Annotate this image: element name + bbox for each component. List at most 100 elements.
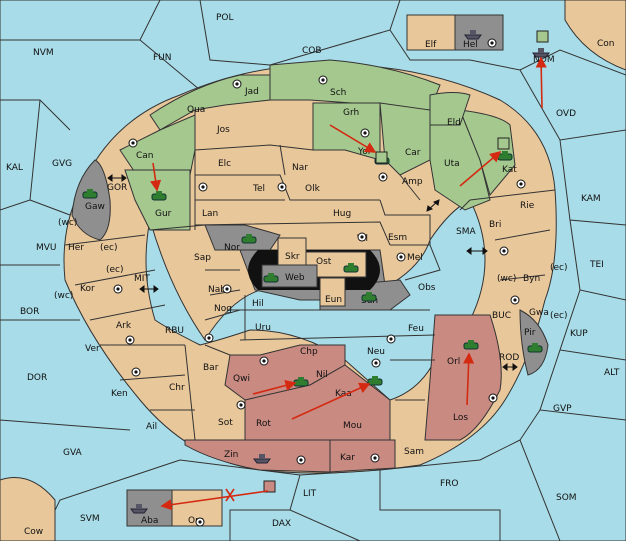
label-sch: Sch — [330, 88, 346, 98]
supply-centres — [113, 38, 526, 527]
label-hel: Hel — [463, 40, 478, 50]
label-sam: Sam — [404, 447, 424, 457]
label-coast-her-ec: (ec) — [100, 243, 118, 253]
label-ovd: OVD — [556, 109, 576, 119]
supply-centre-icon — [396, 252, 406, 262]
fleet-unit-icon — [464, 30, 482, 40]
label-gvg: GVG — [52, 159, 72, 169]
label-qwi: Qwi — [233, 374, 250, 384]
passage-arrow-icon — [107, 174, 127, 182]
label-can: Can — [136, 151, 154, 161]
label-rot: Rot — [256, 419, 271, 429]
label-kar: Kar — [340, 453, 355, 463]
label-mou: Mou — [343, 421, 362, 431]
label-elf: Elf — [425, 40, 437, 50]
label-tei: TEI — [589, 260, 604, 270]
label-bor: BOR — [20, 307, 39, 317]
move-arrow-icon — [463, 352, 475, 406]
label-qua: Qua — [187, 105, 205, 115]
supply-centre-icon — [204, 333, 214, 343]
label-kup: KUP — [570, 329, 588, 339]
supply-centre-icon — [195, 517, 205, 527]
label-bar: Bar — [203, 363, 219, 373]
supply-centre-icon — [378, 172, 388, 182]
order-marker-icon — [375, 151, 388, 164]
label-web: Web — [285, 273, 305, 283]
supply-centre-icon — [510, 295, 520, 305]
supply-centre-icon — [386, 334, 396, 344]
army-unit-icon — [151, 191, 167, 201]
label-nar: Nar — [292, 163, 308, 173]
label-coast-kor-ec: (ec) — [106, 265, 124, 275]
move-arrow-icon — [459, 150, 502, 187]
label-gur: Gur — [155, 209, 172, 219]
label-gva: GVA — [63, 448, 83, 458]
label-som: SOM — [556, 493, 577, 503]
label-sap: Sap — [194, 253, 211, 263]
label-coast-kor-wc: (wc) — [54, 291, 73, 301]
army-unit-icon — [343, 263, 359, 273]
supply-centre-icon — [516, 179, 526, 189]
label-kaa: Kaa — [335, 389, 352, 399]
move-arrow-icon — [329, 124, 377, 153]
supply-centre-icon — [128, 138, 138, 148]
label-lan: Lan — [202, 209, 218, 219]
label-coast-byn-ec: (ec) — [550, 263, 568, 273]
passage-arrow-icon — [139, 285, 159, 293]
land-borders — [64, 110, 556, 441]
army-unit-icon — [361, 292, 377, 302]
label-amp: Amp — [402, 177, 423, 187]
label-hug: Hug — [333, 209, 351, 219]
army-unit-icon — [463, 340, 479, 350]
supply-centre-icon — [488, 393, 498, 403]
label-skr: Skr — [285, 252, 300, 262]
army-unit-icon — [367, 376, 383, 386]
passage-arrow-icon — [466, 247, 488, 255]
label-ark: Ark — [116, 321, 132, 331]
label-rie: Rie — [520, 201, 535, 211]
label-chp: Chp — [300, 347, 318, 357]
move-arrow-icon — [535, 56, 547, 109]
label-chr: Chr — [169, 383, 185, 393]
label-cob: COB — [302, 46, 322, 56]
label-jad: Jad — [244, 87, 259, 97]
supply-centre-icon — [259, 356, 269, 366]
label-byn: Byn — [523, 274, 540, 284]
fleet-unit-icon — [253, 454, 271, 464]
label-coast-her-wc: (wc) — [58, 218, 77, 228]
label-nog: Nog — [214, 304, 232, 314]
move-arrow-icon — [150, 162, 162, 192]
label-eld: Eld — [447, 118, 461, 128]
supply-centre-icon — [198, 182, 208, 192]
label-ken: Ken — [111, 389, 128, 399]
army-unit-icon — [241, 234, 257, 244]
label-mel: Mel — [407, 253, 423, 263]
label-gvp: GVP — [553, 404, 572, 414]
supply-centre-icon — [371, 358, 381, 368]
label-hil: Hil — [252, 299, 264, 309]
label-jos: Jos — [216, 125, 230, 135]
label-sot: Sot — [218, 418, 233, 428]
territory-eun-box — [319, 277, 346, 307]
order-marker-icon — [263, 480, 276, 493]
label-dor: DOR — [27, 373, 47, 383]
army-unit-icon — [82, 189, 98, 199]
move-arrow-icon — [252, 380, 297, 395]
label-aba: Aba — [141, 516, 158, 526]
label-ost: Ost — [316, 257, 332, 267]
region-labels: POL NVM FUN COB Con NOM OVD KAL GVG GOR … — [6, 13, 620, 537]
label-nvm: NVM — [33, 48, 54, 58]
label-olk: Olk — [305, 184, 321, 194]
label-alt: ALT — [604, 368, 620, 378]
label-obs: Obs — [418, 283, 436, 293]
label-nab: Nab — [208, 285, 226, 295]
supply-centre-icon — [236, 400, 246, 410]
label-feu: Feu — [408, 324, 424, 334]
label-rod: ROD — [499, 353, 519, 363]
label-gor: GOR — [107, 183, 127, 193]
fleet-unit-icon — [130, 504, 148, 514]
army-unit-icon — [263, 273, 279, 283]
move-arrow-icon — [291, 382, 371, 420]
label-pol: POL — [216, 13, 234, 23]
label-eun: Eun — [325, 295, 342, 305]
